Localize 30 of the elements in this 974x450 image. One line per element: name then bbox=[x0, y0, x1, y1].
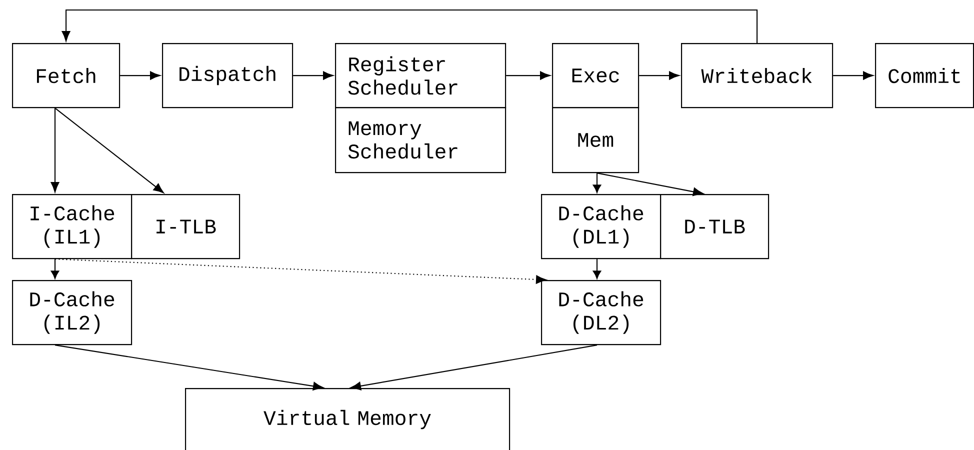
arrow bbox=[350, 344, 598, 390]
arrow bbox=[639, 71, 680, 80]
arrow bbox=[50, 108, 60, 192]
cache-box: D-Cache (DL2) bbox=[541, 280, 662, 346]
cache-box: I-Cache (IL1) bbox=[12, 194, 132, 260]
tlb-box: D-TLB bbox=[660, 194, 770, 260]
tlb-box: I-TLB bbox=[131, 194, 240, 260]
memory-box: Virtual Memory bbox=[185, 388, 510, 450]
scheduler-box: Memory Scheduler bbox=[335, 107, 506, 174]
arrow bbox=[592, 259, 602, 279]
arrow bbox=[293, 71, 334, 80]
arrow bbox=[50, 259, 60, 279]
stage-box: Commit bbox=[875, 43, 974, 108]
stage-box: Exec bbox=[552, 43, 640, 108]
arrow bbox=[833, 71, 874, 80]
stage-box: Dispatch bbox=[162, 43, 294, 108]
scheduler-box: Register Scheduler bbox=[335, 43, 506, 108]
cache-box: D-Cache (DL1) bbox=[541, 194, 662, 260]
stage-box: Fetch bbox=[12, 43, 120, 108]
stage-box: Mem bbox=[552, 107, 640, 174]
arrow bbox=[54, 344, 324, 390]
stage-box: Writeback bbox=[681, 43, 834, 108]
arrow bbox=[54, 258, 546, 284]
arrow bbox=[596, 172, 704, 196]
arrow bbox=[54, 108, 164, 194]
arrow bbox=[506, 71, 550, 80]
arrow bbox=[62, 9, 758, 43]
arrow bbox=[120, 71, 160, 80]
arrow bbox=[592, 173, 602, 193]
cache-box: D-Cache (IL2) bbox=[12, 280, 132, 346]
